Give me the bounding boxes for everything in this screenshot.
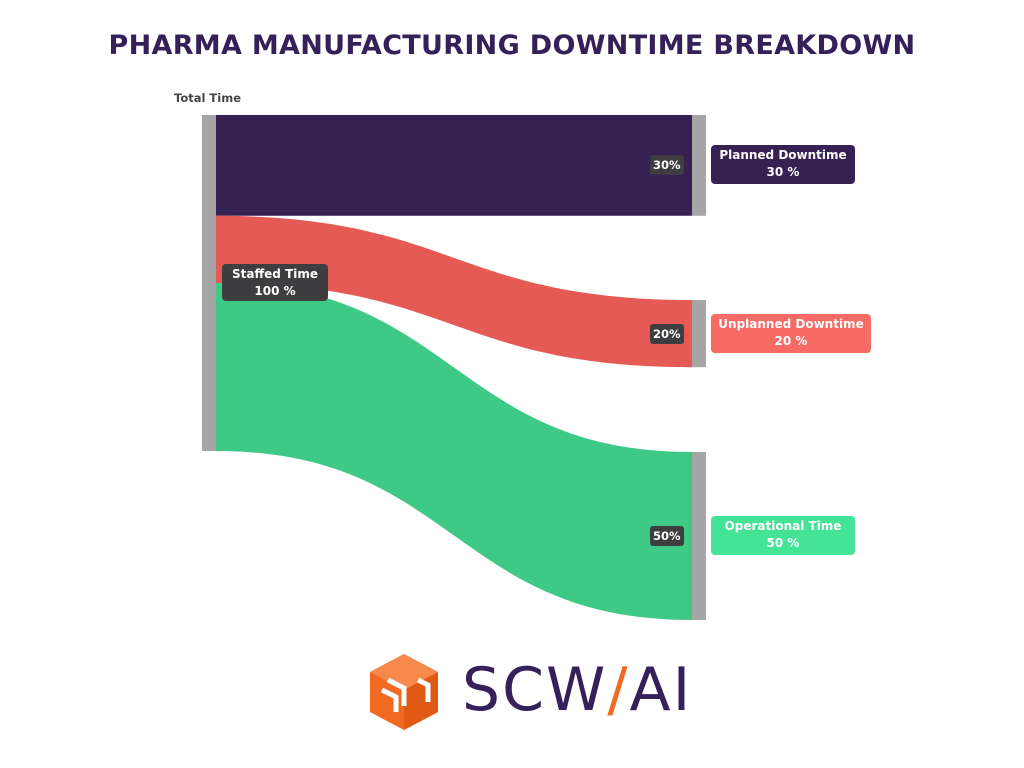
flow-percent-tag-unplanned: 20% <box>650 323 684 344</box>
logo-brand-text: SCW <box>462 655 608 725</box>
target-name: Operational Time <box>724 519 842 533</box>
chart-title: PHARMA MANUFACTURING DOWNTIME BREAKDOWN <box>108 30 916 61</box>
target-value: 20 % <box>774 333 808 348</box>
target-node-bar-0 <box>692 115 706 216</box>
flow-percent-tag-planned: 30% <box>650 155 684 176</box>
target-label-operational-time: Operational Time 50 % <box>711 516 855 555</box>
source-name: Staffed Time <box>231 267 319 281</box>
target-label-unplanned-downtime: Unplanned Downtime 20 % <box>711 313 871 353</box>
flow-percent-tag-operational: 50% <box>650 526 684 546</box>
target-label-planned-downtime: Planned Downtime 30 % <box>711 145 855 185</box>
target-name: Unplanned Downtime <box>718 316 864 331</box>
flow-link-1 <box>216 215 692 368</box>
scw-ai-wordmark: SCW/AI <box>462 648 692 732</box>
source-node-bar <box>202 115 216 451</box>
scw-logo-mark <box>370 654 438 730</box>
total-time-label: Total Time <box>174 91 241 105</box>
target-value: 30 % <box>766 165 800 180</box>
target-node-bar-1 <box>692 300 706 368</box>
source-value: 100 % <box>254 284 296 298</box>
flow-link-2 <box>216 283 692 620</box>
target-value: 50 % <box>766 536 800 550</box>
target-node-bar-2 <box>692 452 706 620</box>
target-name: Planned Downtime <box>719 148 847 163</box>
logo-slash-text: / <box>607 655 630 725</box>
source-node-label: Staffed Time 100 % <box>222 264 328 301</box>
flow-link-0 <box>216 115 692 216</box>
sankey-diagram <box>202 115 706 620</box>
cube-icon <box>370 654 438 730</box>
logo-suffix-text: AI <box>629 655 693 725</box>
